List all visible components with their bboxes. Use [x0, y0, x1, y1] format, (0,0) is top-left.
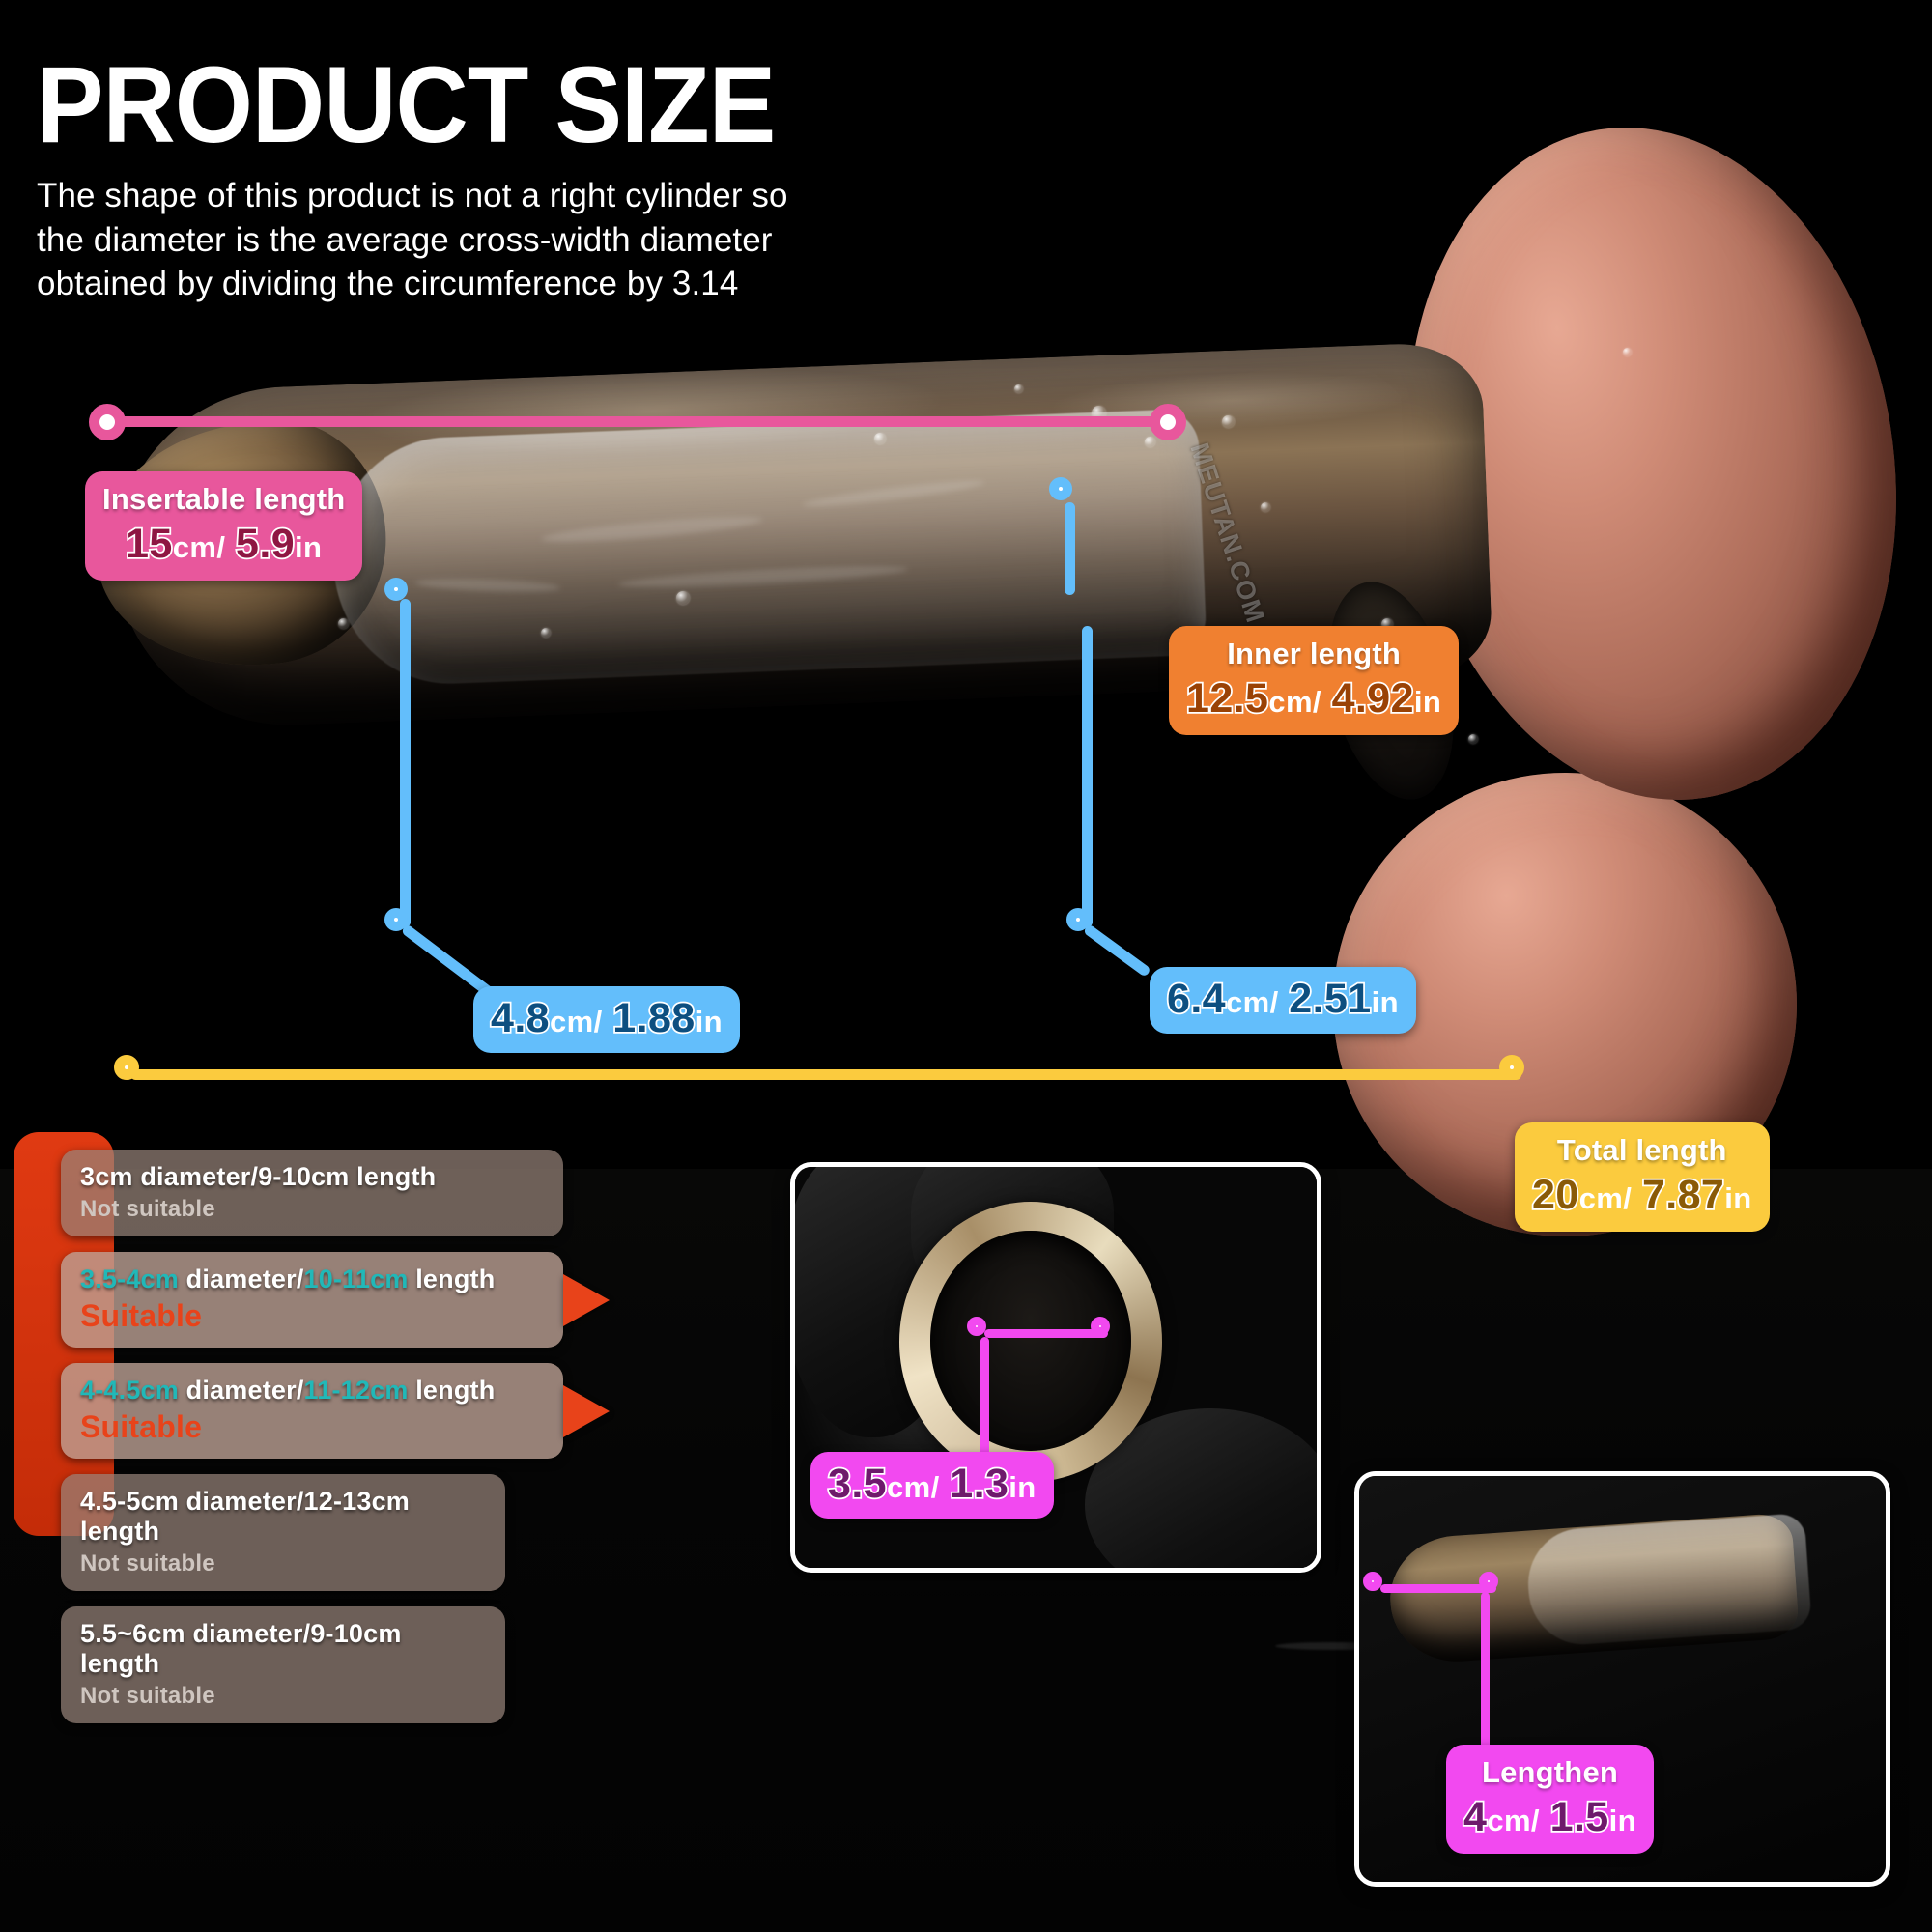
- lengthen-cm: 4: [1462, 1792, 1488, 1842]
- water-droplet: [1014, 384, 1023, 393]
- wleft-in: 1.88: [611, 993, 696, 1043]
- water-droplet: [541, 628, 551, 638]
- badge-insertable-title: Insertable length: [102, 482, 346, 516]
- wright-in-unit: in: [1371, 985, 1399, 1019]
- lengthen-in-unit: in: [1608, 1804, 1636, 1837]
- water-droplet: [1222, 415, 1235, 428]
- size-row-verdict: Suitable: [80, 1409, 203, 1444]
- badge-left-width-value: 4.8cm/ 1.88in: [489, 993, 723, 1043]
- badge-total-value: 20cm/ 7.87in: [1530, 1170, 1752, 1220]
- lengthen-in: 1.5: [1548, 1792, 1610, 1842]
- floor-highlight: [1275, 1642, 1391, 1650]
- inset-photo-lengthen: Lengthen 4cm/ 1.5in: [1354, 1471, 1890, 1887]
- inner-cm-unit: cm/: [1268, 685, 1321, 719]
- ring-cm: 3.5: [826, 1459, 888, 1509]
- badge-lengthen-title: Lengthen: [1481, 1755, 1619, 1789]
- pointer-arrow-icon: [563, 1273, 610, 1326]
- ring-in-unit: in: [1009, 1470, 1037, 1504]
- badge-insertable-length: Insertable length 15cm/ 5.9in: [85, 471, 363, 581]
- badge-right-width-value: 6.4cm/ 2.51in: [1165, 974, 1399, 1024]
- water-droplet: [676, 591, 690, 605]
- wleft-in-unit: in: [695, 1005, 723, 1038]
- wleft-cm-unit: cm/: [549, 1005, 603, 1038]
- water-droplet: [1468, 734, 1478, 744]
- insertable-cm: 15: [124, 519, 174, 569]
- size-row-verdict: Not suitable: [80, 1683, 215, 1709]
- size-row[interactable]: 3.5-4cm diameter/10-11cm length Suitable: [61, 1252, 610, 1348]
- page-subtitle: The shape of this product is not a right…: [37, 177, 788, 303]
- size-row-label: 4-4.5cm diameter/11-12cm length: [80, 1376, 496, 1405]
- badge-inner-value: 12.5cm/ 4.92in: [1184, 673, 1442, 724]
- badge-insertable-value: 15cm/ 5.9in: [102, 519, 345, 569]
- insertable-in-unit: in: [295, 530, 323, 564]
- inset-photo-ring: 3.5cm/ 1.3in: [790, 1162, 1321, 1573]
- badge-lengthen: Lengthen 4cm/ 1.5in: [1446, 1745, 1654, 1854]
- water-droplet: [338, 618, 349, 629]
- ring-opening-inner: [930, 1231, 1131, 1451]
- total-in-unit: in: [1724, 1181, 1752, 1215]
- badge-left-width: 4.8cm/ 1.88in: [473, 986, 740, 1053]
- size-row-label: 4.5-5cm diameter/12-13cm length: [80, 1487, 411, 1546]
- badge-inner-title: Inner length: [1227, 637, 1402, 670]
- pointer-arrow-icon: [563, 1384, 610, 1437]
- lengthen-cm-unit: cm/: [1487, 1804, 1540, 1837]
- wright-in: 2.51: [1288, 974, 1373, 1024]
- water-droplet: [1261, 502, 1270, 512]
- size-row[interactable]: 4-4.5cm diameter/11-12cm length Suitable: [61, 1363, 610, 1459]
- product-sleeve-translucent: [328, 408, 1208, 689]
- ring-in: 1.3: [949, 1459, 1010, 1509]
- page-title: PRODUCT SIZE: [37, 44, 776, 165]
- ring-photo: [795, 1167, 1317, 1568]
- wright-cm: 6.4: [1165, 974, 1227, 1024]
- inner-cm: 12.5: [1184, 673, 1269, 724]
- ring-cm-unit: cm/: [886, 1470, 940, 1504]
- size-row-label: 5.5~6cm diameter/9-10cm length: [80, 1619, 402, 1678]
- badge-total-length: Total length 20cm/ 7.87in: [1515, 1122, 1770, 1232]
- size-row[interactable]: 3cm diameter/9-10cm length Not suitable: [61, 1150, 563, 1236]
- lengthen-sleeve: [1524, 1513, 1812, 1648]
- badge-ring-value: 3.5cm/ 1.3in: [826, 1459, 1037, 1509]
- size-compatibility-list: 3cm diameter/9-10cm length Not suitable …: [61, 1150, 610, 1739]
- wright-cm-unit: cm/: [1225, 985, 1279, 1019]
- water-droplet: [874, 433, 886, 444]
- badge-inner-length: Inner length 12.5cm/ 4.92in: [1169, 626, 1460, 735]
- size-row-label: 3.5-4cm diameter/10-11cm length: [80, 1264, 496, 1293]
- inner-in: 4.92: [1330, 673, 1415, 724]
- badge-lengthen-value: 4cm/ 1.5in: [1462, 1792, 1636, 1842]
- water-droplet: [1145, 437, 1155, 447]
- total-in: 7.87: [1640, 1170, 1725, 1220]
- size-row-label: 3cm diameter/9-10cm length: [80, 1162, 437, 1191]
- size-row-verdict: Not suitable: [80, 1550, 215, 1577]
- total-cm-unit: cm/: [1578, 1181, 1633, 1215]
- size-row[interactable]: 5.5~6cm diameter/9-10cm length Not suita…: [61, 1606, 505, 1723]
- header-block: PRODUCT SIZE The shape of this product i…: [37, 44, 831, 306]
- badge-ring-diameter: 3.5cm/ 1.3in: [810, 1452, 1054, 1519]
- size-row-verdict: Suitable: [80, 1298, 203, 1333]
- water-droplet: [1623, 348, 1632, 356]
- size-row[interactable]: 4.5-5cm diameter/12-13cm length Not suit…: [61, 1474, 505, 1591]
- total-cm: 20: [1530, 1170, 1580, 1220]
- insertable-cm-unit: cm/: [172, 530, 226, 564]
- badge-total-title: Total length: [1556, 1133, 1727, 1167]
- wleft-cm: 4.8: [489, 993, 551, 1043]
- badge-right-width: 6.4cm/ 2.51in: [1150, 967, 1416, 1034]
- insertable-in: 5.9: [234, 519, 296, 569]
- size-row-verdict: Not suitable: [80, 1196, 215, 1222]
- inner-in-unit: in: [1413, 685, 1442, 719]
